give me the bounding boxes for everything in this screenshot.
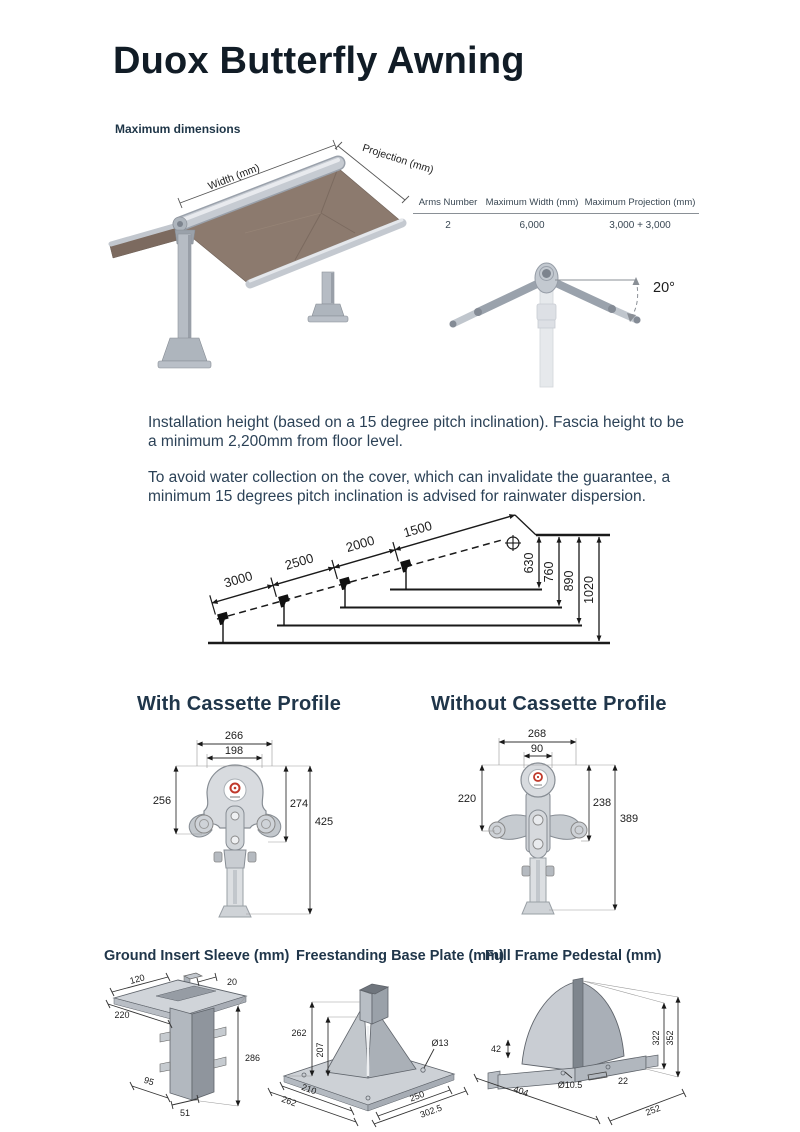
section-heading-maximum-dimensions: Maximum dimensions (115, 122, 241, 136)
dim-hole-diameter: Ø10.5 (558, 1080, 583, 1090)
brand-badge (528, 769, 548, 789)
dim-630: 630 (522, 553, 536, 574)
dimensions: 262 207 Ø13 210 262 250 302.5 (267, 1001, 469, 1128)
pedestal-heading: Full Frame Pedestal (mm) (485, 948, 662, 964)
dim-inner-height: 322 (651, 1030, 661, 1045)
base-plate-figure: 262 207 Ø13 210 262 250 302.5 (267, 983, 469, 1128)
spec-table-header-projection: Maximum Projection (mm) (584, 197, 696, 208)
installation-paragraph: Installation height (based on a 15 degre… (148, 413, 684, 451)
dim-flange-height: 42 (491, 1044, 501, 1054)
support-post (213, 849, 257, 918)
projection-dim-label: Projection (mm) (361, 142, 435, 176)
ground-sleeve-heading: Ground Insert Sleeve (mm) (104, 948, 290, 964)
dim-760: 760 (542, 562, 556, 583)
spec-table-value-arms: 2 (445, 220, 451, 231)
dim-top-width: 120 (129, 972, 146, 986)
dim-inner-width: 198 (225, 745, 243, 757)
dim-base-depth: 252 (644, 1103, 662, 1118)
without-cassette-heading: Without Cassette Profile (431, 693, 667, 715)
dim-left-height: 220 (458, 793, 476, 805)
dim-inner-width: 90 (531, 743, 543, 755)
dim-hole-diameter: Ø13 (431, 1038, 448, 1048)
dim-890: 890 (562, 571, 576, 592)
spec-table-header-width: Maximum Width (mm) (485, 197, 579, 208)
spec-table-value-projection: 3,000 + 3,000 (609, 220, 671, 231)
dim-inner-width: 250 (408, 1089, 426, 1104)
dim-stub-width: 20 (227, 977, 237, 987)
with-cassette-heading: With Cassette Profile (137, 693, 342, 715)
left-arm (449, 280, 541, 328)
dim-2000: 2000 (344, 533, 376, 555)
sleeve-shape (112, 972, 248, 1101)
without-cassette-figure: 268 90 220 238 389 (458, 728, 638, 915)
height-dimension-arrows (536, 536, 602, 642)
right-arm (552, 279, 641, 324)
dim-slot-width: 22 (618, 1076, 628, 1086)
dim-base-length: 404 (512, 1084, 529, 1098)
ground-sleeve-figure: 120 20 220 286 95 51 (105, 972, 260, 1118)
wall-brackets (217, 559, 412, 643)
dim-outer-width: 302.5 (419, 1103, 444, 1120)
rainwater-paragraph: To avoid water collection on the cover, … (148, 468, 671, 506)
dim-base-depth: 95 (143, 1075, 156, 1088)
dim-total-height: 389 (620, 813, 638, 825)
pedestal-figure: 42 404 Ø10.5 22 322 352 252 (473, 977, 687, 1126)
dimensions: 266 198 256 274 425 (153, 730, 333, 915)
right-post (307, 271, 349, 323)
dim-left-height: 256 (153, 795, 171, 807)
dim-plate-depth: 220 (114, 1010, 129, 1020)
back-flap (108, 221, 186, 259)
dimensions: 120 20 220 286 95 51 (105, 972, 260, 1118)
incline-dimension-figure: 3000 2500 2000 1500 630 760 890 1020 (208, 514, 610, 645)
left-post (157, 229, 212, 369)
projection-dimension-chain (209, 514, 516, 615)
dim-overall-height: 262 (291, 1028, 306, 1038)
dim-height: 286 (245, 1053, 260, 1063)
dim-right-height: 238 (593, 797, 611, 809)
angle-label: 20° (653, 280, 675, 296)
spec-table-value-width: 6,000 (519, 220, 545, 231)
dimensions: 268 90 220 238 389 (458, 728, 638, 911)
dim-column-height: 207 (315, 1042, 325, 1057)
dim-outer-height: 352 (665, 1030, 675, 1045)
height-labels: 630 760 890 1020 (522, 553, 596, 604)
cassette-profile-shape (188, 764, 282, 851)
spec-table-divider (413, 213, 699, 214)
awning-isometric-figure: Width (mm) Projection (mm) (108, 139, 435, 369)
dim-3000: 3000 (222, 568, 254, 590)
front-bar (245, 218, 407, 289)
dim-right-height: 274 (290, 798, 308, 810)
spec-table: Arms Number Maximum Width (mm) Maximum P… (410, 197, 702, 231)
pedestal-shape (487, 977, 659, 1090)
dim-inner-depth: 210 (300, 1082, 318, 1096)
dim-1500: 1500 (402, 518, 434, 540)
projection-labels: 3000 2500 2000 1500 (222, 518, 433, 591)
with-cassette-figure: 266 198 256 274 425 (153, 730, 333, 918)
open-roller-shape (488, 762, 588, 859)
brand-badge (223, 778, 247, 802)
arm-angle-figure: 20° (449, 262, 675, 388)
dim-outer-width: 266 (225, 730, 243, 742)
page-title: Duox Butterfly Awning (113, 40, 525, 82)
dim-outer-width: 268 (528, 728, 546, 740)
dim-1020: 1020 (582, 576, 596, 604)
spec-table-header-arms: Arms Number (418, 197, 478, 208)
support-post (521, 857, 555, 915)
dim-total-height: 425 (315, 816, 333, 828)
dim-2500: 2500 (283, 550, 315, 572)
base-plate-heading: Freestanding Base Plate (mm) (296, 948, 504, 964)
angle-annotation: 20° (555, 277, 675, 322)
dim-base-width: 51 (180, 1108, 190, 1118)
dim-outer-depth: 262 (280, 1094, 298, 1108)
head-unit (534, 262, 559, 294)
roller-tube (172, 155, 346, 232)
